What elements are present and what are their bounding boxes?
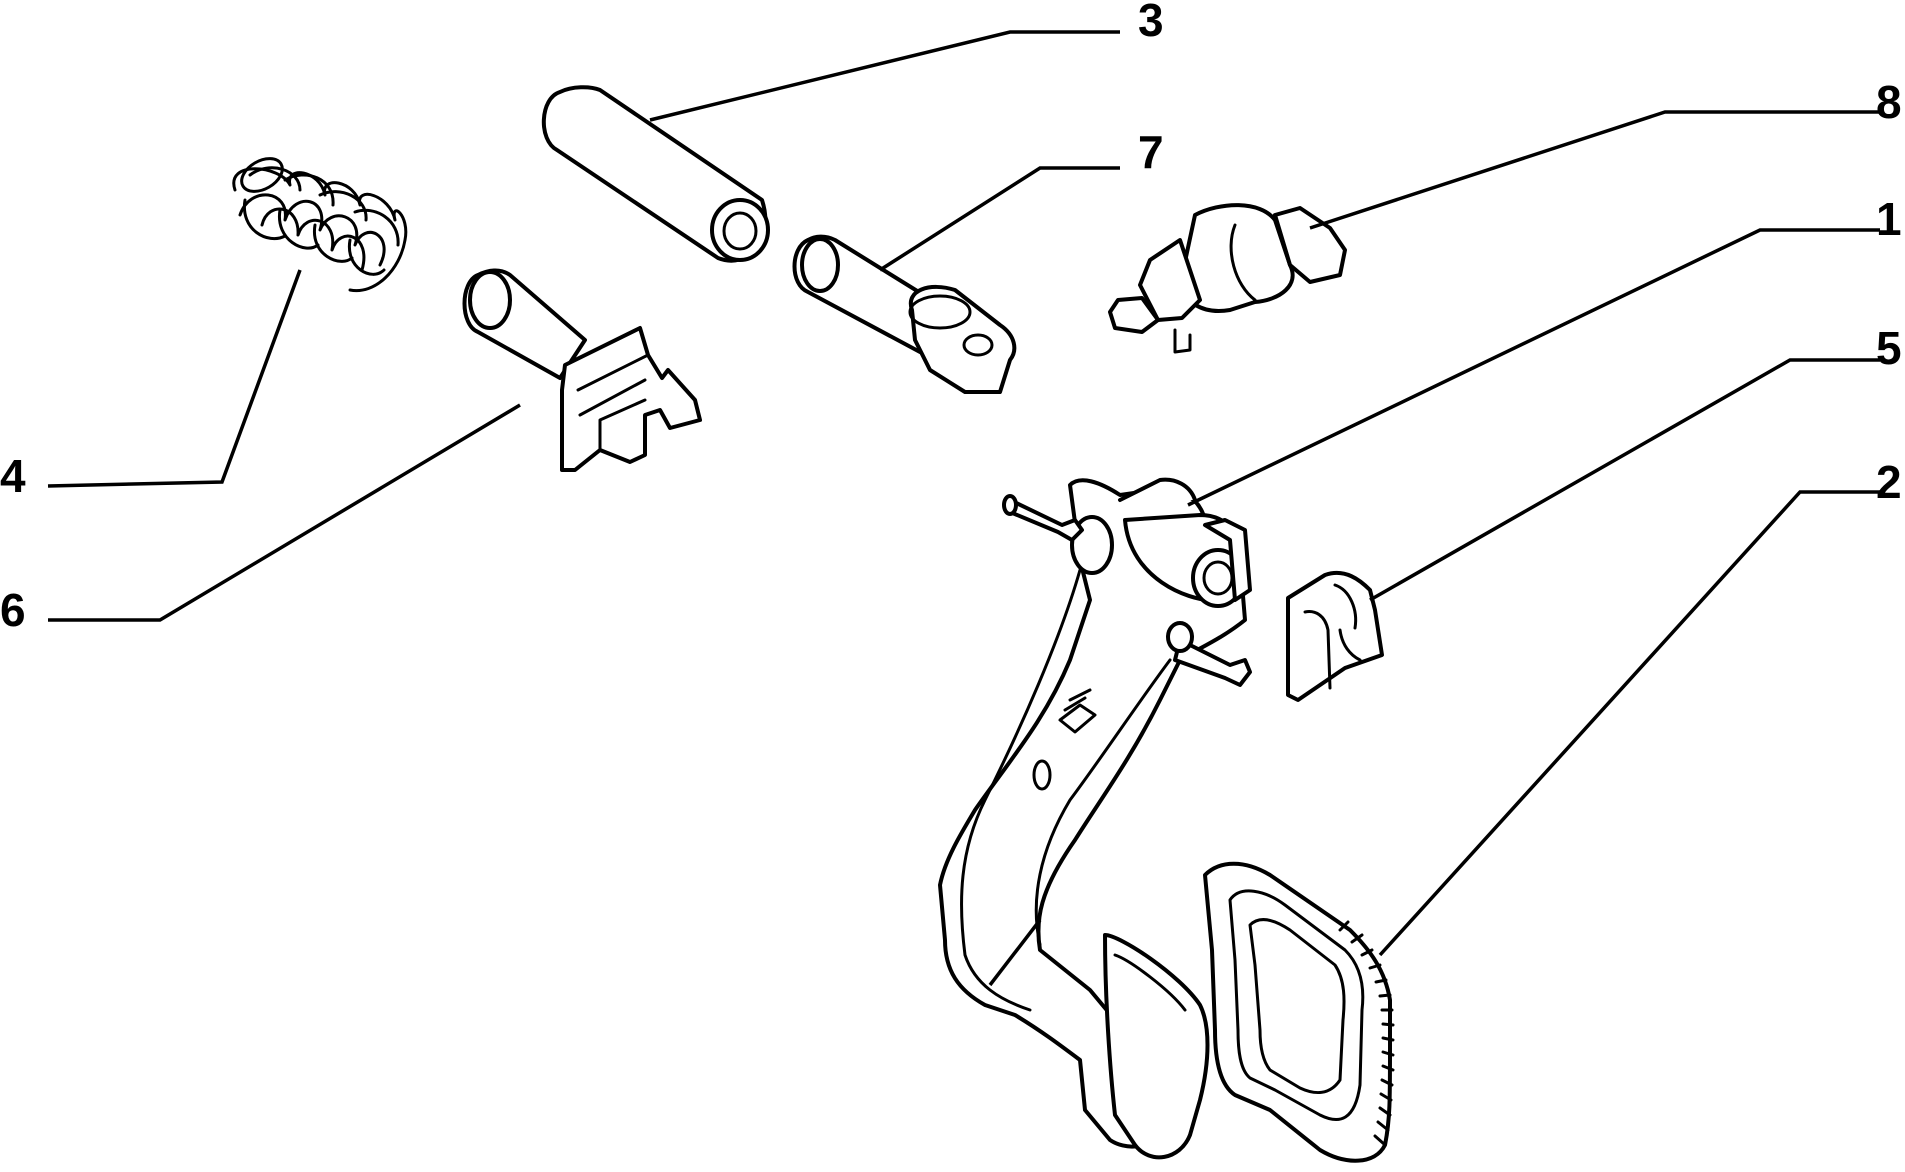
part-1-pedal-lever	[938, 477, 1252, 1160]
callout-4: 4	[0, 450, 26, 502]
part-6-pivot-pin	[462, 268, 702, 472]
callout-3: 3	[1138, 0, 1164, 46]
leader-4	[47, 269, 302, 488]
part-2-pedal-pad	[1203, 861, 1395, 1163]
callout-2: 2	[1876, 456, 1902, 508]
callout-7: 7	[1138, 126, 1164, 178]
leader-5	[1369, 358, 1880, 602]
leader-8	[1309, 110, 1880, 230]
part-8-stop-switch	[1108, 203, 1347, 354]
part-7-clevis-pin	[792, 234, 1017, 394]
callout-6: 6	[0, 584, 26, 636]
leader-2	[1378, 490, 1880, 957]
leader-lines	[47, 30, 1880, 987]
leader-6	[48, 403, 521, 622]
part-3-bushing	[541, 85, 770, 263]
part-4-spring	[232, 157, 408, 293]
callout-1: 1	[1876, 193, 1902, 245]
leader-1	[1187, 228, 1880, 507]
leader-1-lower	[988, 918, 1042, 987]
part-5-clip	[1286, 570, 1384, 702]
leader-7	[879, 166, 1120, 272]
callout-labels: 3 7 8 1 5 2 4 6	[0, 0, 1902, 636]
callout-8: 8	[1876, 76, 1902, 128]
callout-5: 5	[1876, 322, 1902, 374]
leader-3	[649, 30, 1120, 122]
